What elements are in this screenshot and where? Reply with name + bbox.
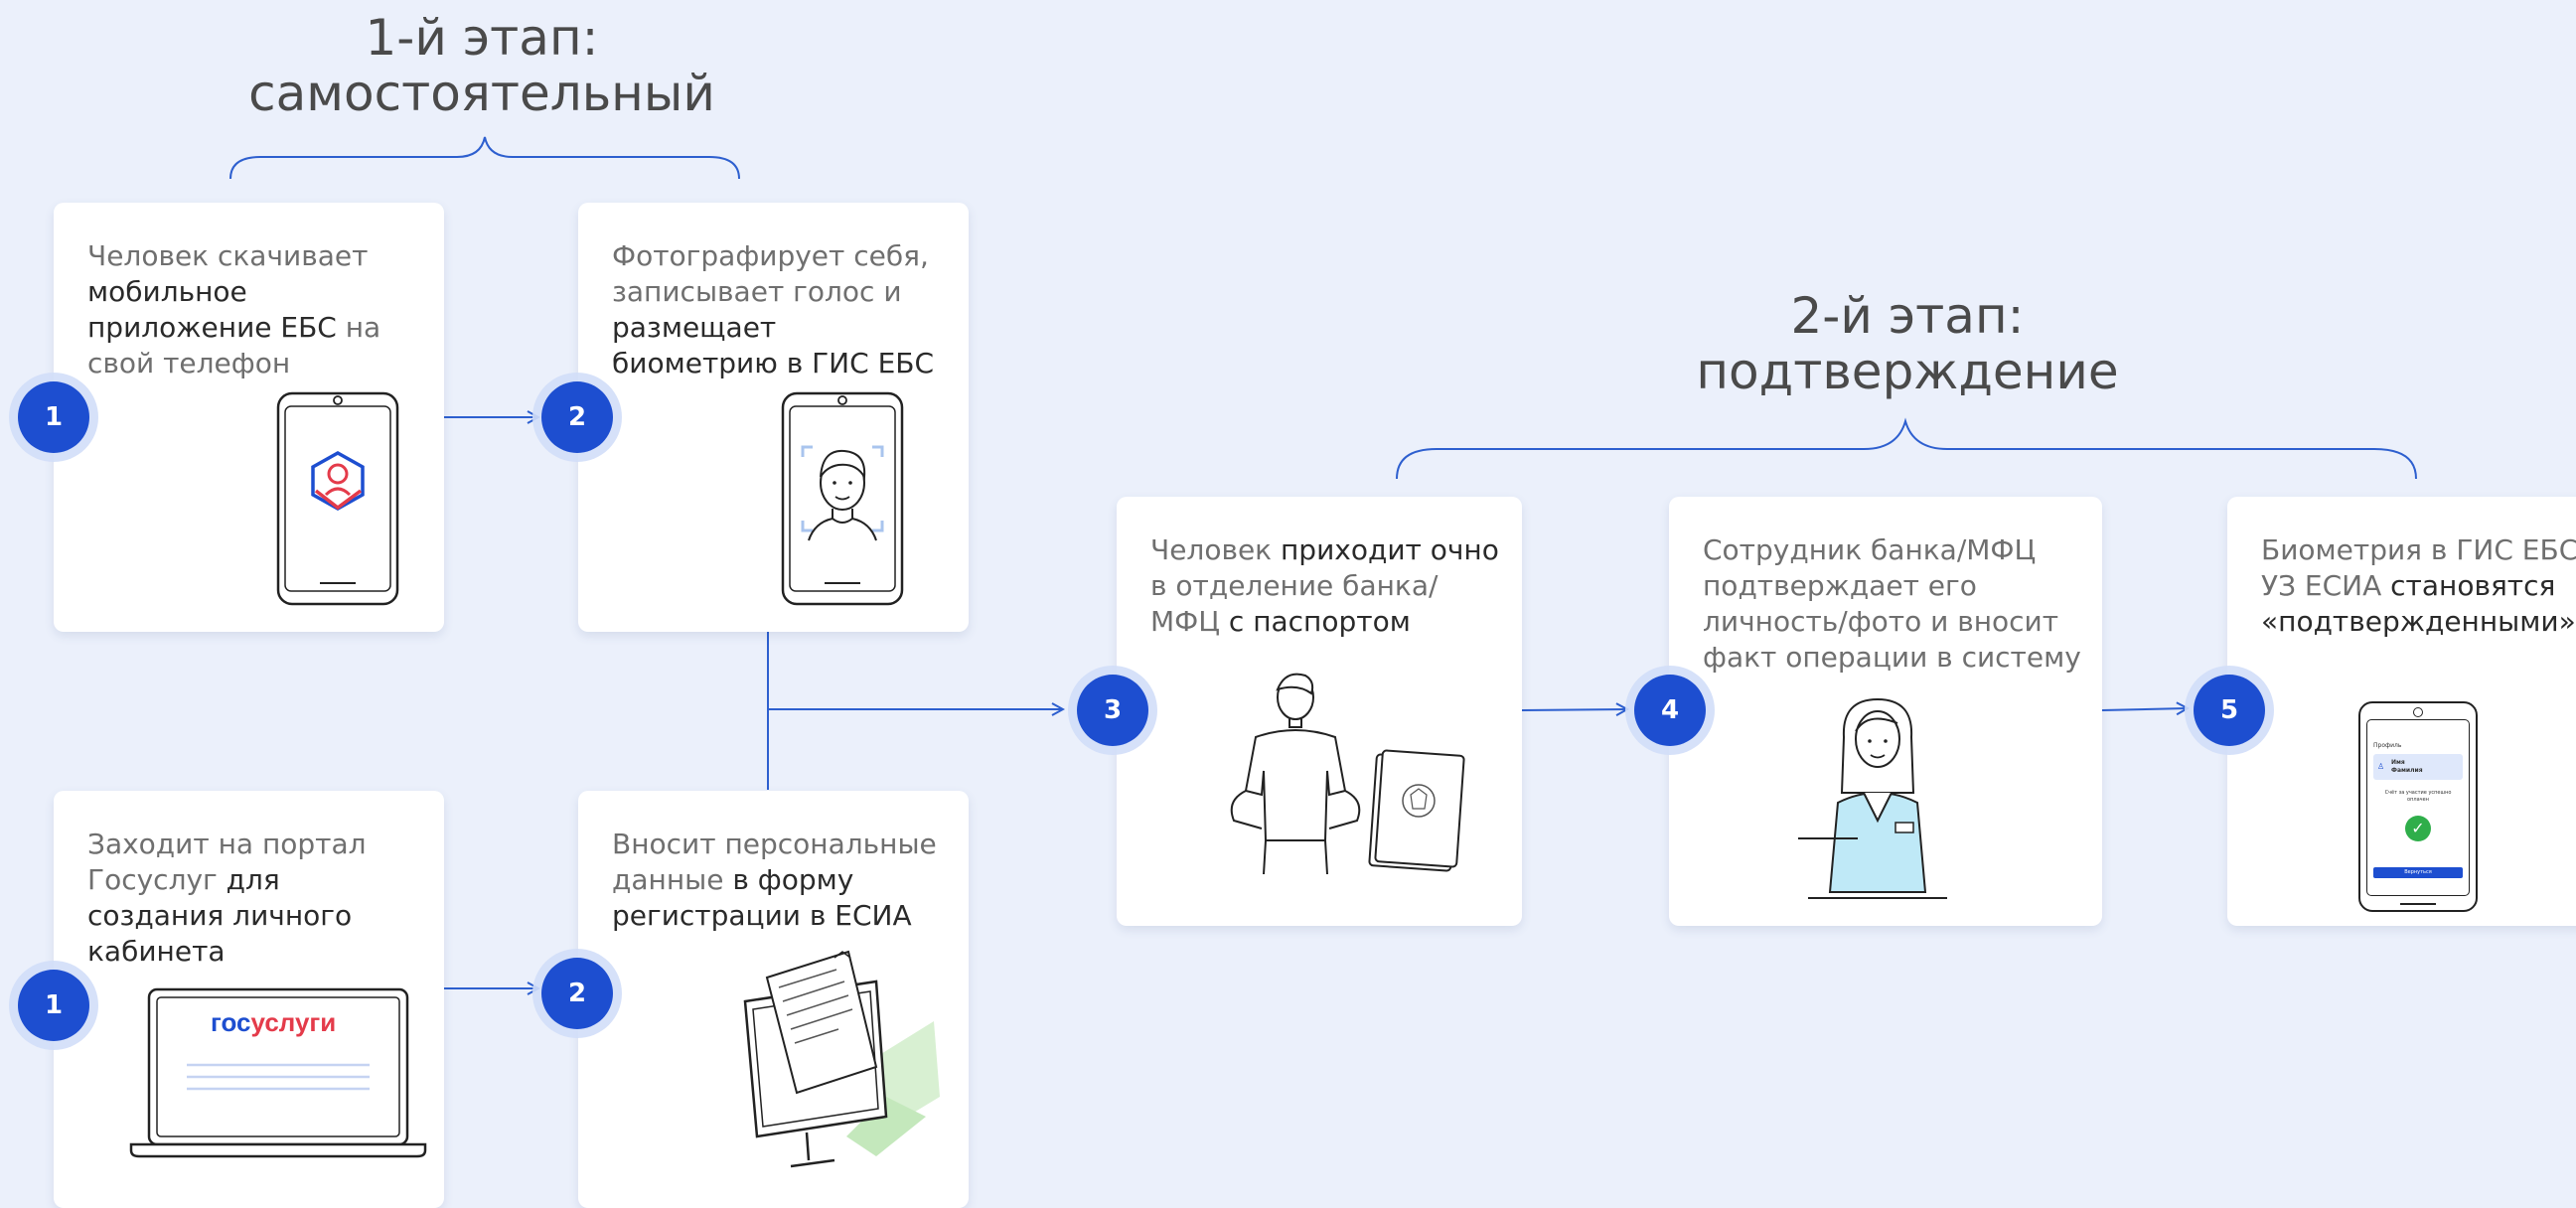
card-text: Фотографирует себя, записывает голос и р… <box>612 238 949 381</box>
text-bold: в форму регистрации в ЕСИА <box>612 863 912 932</box>
card-text: Биометрия в ГИС ЕБС / УЗ ЕСИА становятся… <box>2261 532 2576 640</box>
phone-home-bar <box>2400 903 2436 905</box>
step-badge-1: 1 <box>18 381 89 453</box>
step-badge-3: 3 <box>1077 675 1148 746</box>
profile-name-line2: Фамилия <box>2391 767 2423 774</box>
text-bold: приходит очно <box>1281 533 1499 566</box>
phone-profile-confirmed: Профиль ♙ Имя Фамилия Счёт за участие ус… <box>2358 701 2478 912</box>
check-success-icon: ✓ <box>2405 816 2431 841</box>
phone-with-ebs-logo-icon <box>276 391 399 606</box>
success-message: Счёт за участие успешно оплачен <box>2384 790 2452 803</box>
person-with-passport-icon <box>1230 673 1465 875</box>
profile-card: ♙ Имя Фамилия <box>2373 754 2463 780</box>
gosuslugi-logo: госуслуги <box>211 1007 336 1038</box>
gosuslugi-logo-uslugi: услуги <box>250 1007 337 1037</box>
text-regular: Сотрудник банка/МФЦ подтверждает его лич… <box>1703 533 2081 674</box>
profile-name-line1: Имя <box>2391 759 2405 766</box>
text-bold: размещает биометрию в ГИС ЕБС <box>612 311 935 379</box>
bank-employee-icon <box>1798 697 1947 899</box>
text-bold: для создания личного кабинета <box>87 863 353 968</box>
laptop-gosuslugi-icon <box>129 987 427 1158</box>
step-card-employee-confirms: Сотрудник банка/МФЦ подтверждает его лич… <box>1669 497 2102 926</box>
text-regular: в отделение банка/МФЦ <box>1150 569 1439 638</box>
text-bold: становятся «подтвержденными» <box>2261 569 2576 638</box>
text-regular: Заходит на портал Госуслуг <box>87 828 367 896</box>
step-card-photo-voice: Фотографирует себя, записывает голос и р… <box>578 203 969 632</box>
stage-1-title-line1: 1-й этап: <box>365 9 599 67</box>
card-text: Сотрудник банка/МФЦ подтверждает его лич… <box>1703 532 2082 676</box>
card-text: Заходит на портал Госуслуг для создания … <box>87 827 424 970</box>
card-text: Человек приходит очно в отделение банка/… <box>1150 532 1502 640</box>
stage-1-brace <box>229 136 740 180</box>
arrow-3-4 <box>1521 709 1627 710</box>
step-card-download-app: Человек скачивает мобильное приложение Е… <box>54 203 444 632</box>
step-badge-2: 2 <box>541 381 613 453</box>
text-regular: Человек <box>1150 533 1281 566</box>
gosuslugi-logo-gos: гос <box>211 1007 251 1037</box>
text-regular: на свой телефон <box>87 311 381 379</box>
phone-screen: Профиль ♙ Имя Фамилия Счёт за участие ус… <box>2366 719 2470 896</box>
stage-2-title: 2-й этап: подтверждение <box>1649 288 2166 399</box>
step-card-gosuslugi-portal: Заходит на портал Госуслуг для создания … <box>54 791 444 1208</box>
card-text: Вносит персональные данные в форму регис… <box>612 827 949 934</box>
step-badge-4: 4 <box>1634 675 1706 746</box>
text-regular: Биометрия в ГИС ЕБС / УЗ ЕСИА <box>2261 533 2576 602</box>
text-regular: Вносит персональные данные <box>612 828 937 896</box>
step-card-visit-office: Человек приходит очно в отделение банка/… <box>1117 497 1522 926</box>
user-icon: ♙ <box>2377 762 2385 771</box>
return-button[interactable]: Вернуться <box>2373 867 2463 878</box>
text-bold: мобильное приложение ЕБС <box>87 275 337 344</box>
profile-title: Профиль <box>2373 742 2402 749</box>
phone-camera-icon <box>2413 707 2423 717</box>
stage-1-title-line2: самостоятельный <box>248 65 715 122</box>
stage-2-title-line1: 2-й этап: <box>1790 287 2025 345</box>
phone-with-face-icon <box>781 391 904 606</box>
text-bold: с паспортом <box>1228 605 1411 638</box>
monitor-form-icon <box>743 950 940 1168</box>
step-card-esia-form: Вносит персональные данные в форму регис… <box>578 791 969 1208</box>
stage-2-brace <box>1396 417 2417 480</box>
step-badge-2: 2 <box>541 958 613 1029</box>
stage-2-title-line2: подтверждение <box>1696 343 2119 400</box>
step-badge-5: 5 <box>2194 675 2265 746</box>
step-card-biometrics-confirmed: Биометрия в ГИС ЕБС / УЗ ЕСИА становятся… <box>2227 497 2576 926</box>
text-regular: Человек скачивает <box>87 239 369 272</box>
card-text: Человек скачивает мобильное приложение Е… <box>87 238 424 381</box>
step-badge-1: 1 <box>18 970 89 1041</box>
stage-1-title: 1-й этап: самостоятельный <box>224 10 740 121</box>
text-regular: Фотографирует себя, записывает голос и <box>612 239 929 308</box>
arrow-4-5 <box>2101 708 2188 710</box>
